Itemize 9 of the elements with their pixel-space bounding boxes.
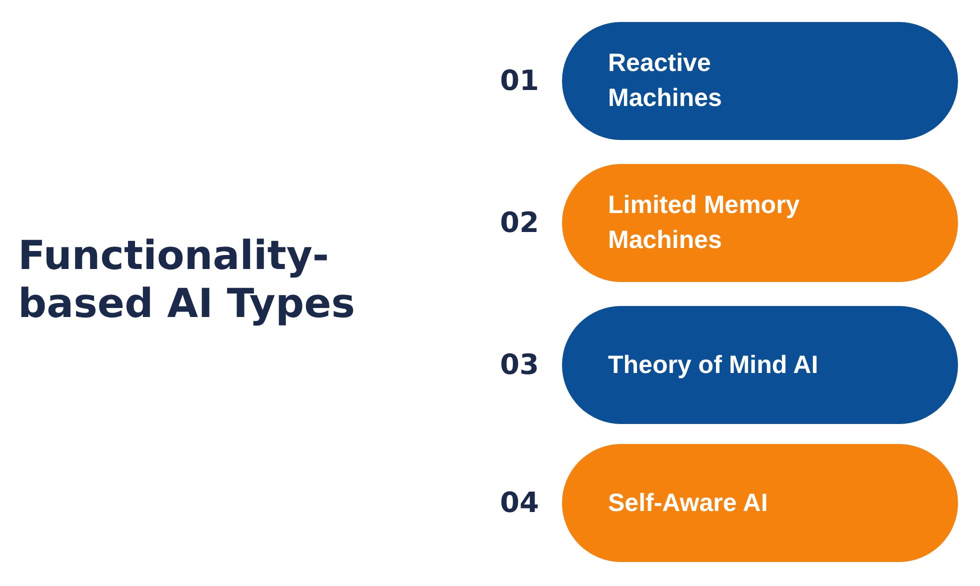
step-number: 01 [500,64,539,97]
heading: Functionality-based AI Types [18,232,356,328]
step-number: 03 [500,348,539,381]
step-number: 04 [500,486,539,519]
item-label: Limited Memory Machines [608,190,801,256]
step-number: 02 [500,206,539,239]
item-label: Self-Aware AI [608,488,769,518]
item-label: Theory of Mind AI [608,350,820,380]
item-label: Reactive Machines [608,48,723,114]
